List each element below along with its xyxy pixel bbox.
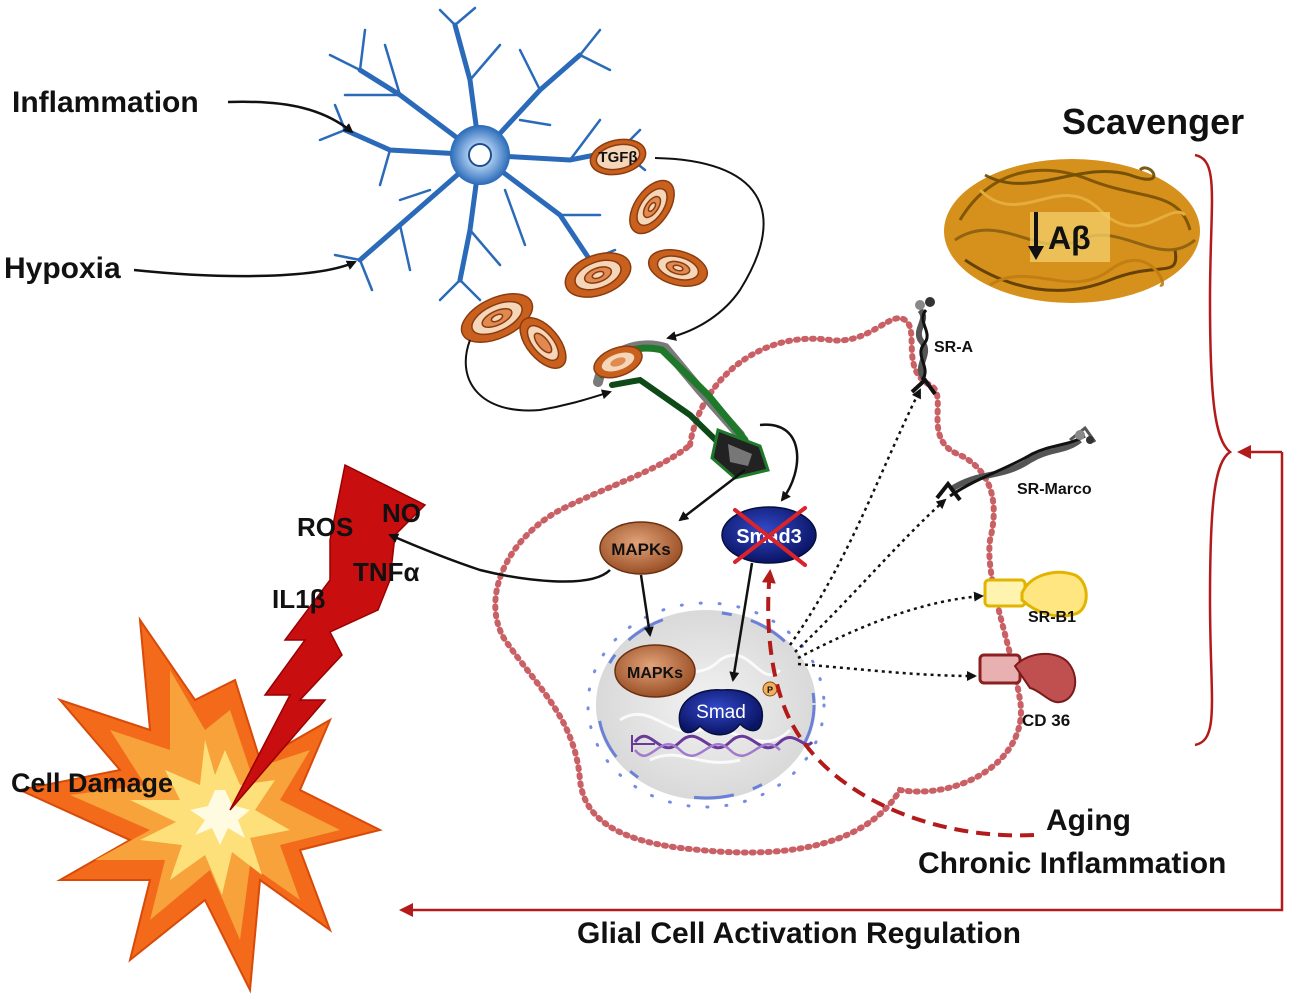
sr-b1-label: SR-B1 (1028, 609, 1076, 626)
sr-a-receptor-icon (910, 297, 937, 396)
inflammation-label: Inflammation (12, 86, 199, 119)
mapks-nucleus-node: MAPKs (614, 644, 696, 698)
smad3-to-smad-arrow (729, 562, 754, 682)
lightning-bolt-icon (229, 463, 427, 811)
sr-a-label: SR-A (934, 339, 974, 356)
mapks-nucleus-label: MAPKs (627, 665, 683, 682)
scavenger-bracket (1194, 153, 1233, 747)
mapks-cytoplasm-node: MAPKs (599, 521, 683, 575)
expression-arrows (788, 388, 984, 681)
cd36-label: CD 36 (1022, 711, 1070, 730)
regulation-line (399, 452, 1284, 917)
il1b-label: IL1β (272, 584, 325, 614)
amyloid-plaque-icon (944, 159, 1200, 303)
receptor-to-mapks-arrow (678, 469, 746, 522)
tgfb-ligands (460, 138, 709, 369)
scavenger-label: Scavenger (1062, 101, 1244, 142)
smad-label: Smad (696, 702, 746, 723)
aging-inhibition-arrow (761, 569, 1035, 838)
smad3-node: Smad3 (721, 506, 817, 567)
abeta-label: Aβ (1048, 220, 1091, 256)
tnfa-label: TNFα (353, 557, 420, 587)
hypoxia-label: Hypoxia (4, 252, 121, 285)
mapks-cytoplasm-label: MAPKs (611, 540, 671, 559)
ros-label: ROS (297, 512, 353, 542)
regulation-label: Glial Cell Activation Regulation (577, 917, 1021, 950)
blocked-cross-icon (733, 506, 807, 567)
sr-marco-receptor-icon (935, 425, 1097, 502)
receptor-to-smad3-arrow (759, 423, 799, 502)
no-label: NO (382, 498, 421, 528)
ligand-recycle-arrow (464, 339, 612, 412)
mapks-to-cytokines-arrow (388, 533, 611, 583)
cd36-receptor-icon (978, 652, 1077, 704)
phospho-label: P (767, 685, 773, 695)
cell-membrane (492, 315, 1024, 856)
chronic-inflammation-label: Chronic Inflammation (918, 847, 1226, 880)
tgfb-label: TGFβ (598, 149, 637, 166)
tgfb-receptor (593, 340, 770, 480)
inflammation-arrow (227, 100, 354, 134)
aging-label: Aging (1046, 804, 1131, 837)
hypoxia-arrow (133, 260, 357, 278)
smad-nucleus-node: Smad P (678, 681, 778, 736)
sr-b1-receptor-icon (983, 570, 1088, 618)
cell-damage-label: Cell Damage (11, 768, 173, 798)
tgfb-to-receptor-arrow (654, 157, 765, 341)
mapks-translocation-arrow (639, 574, 654, 637)
sr-marco-label: SR-Marco (1017, 481, 1092, 498)
cell-damage-burst-icon (16, 616, 383, 994)
